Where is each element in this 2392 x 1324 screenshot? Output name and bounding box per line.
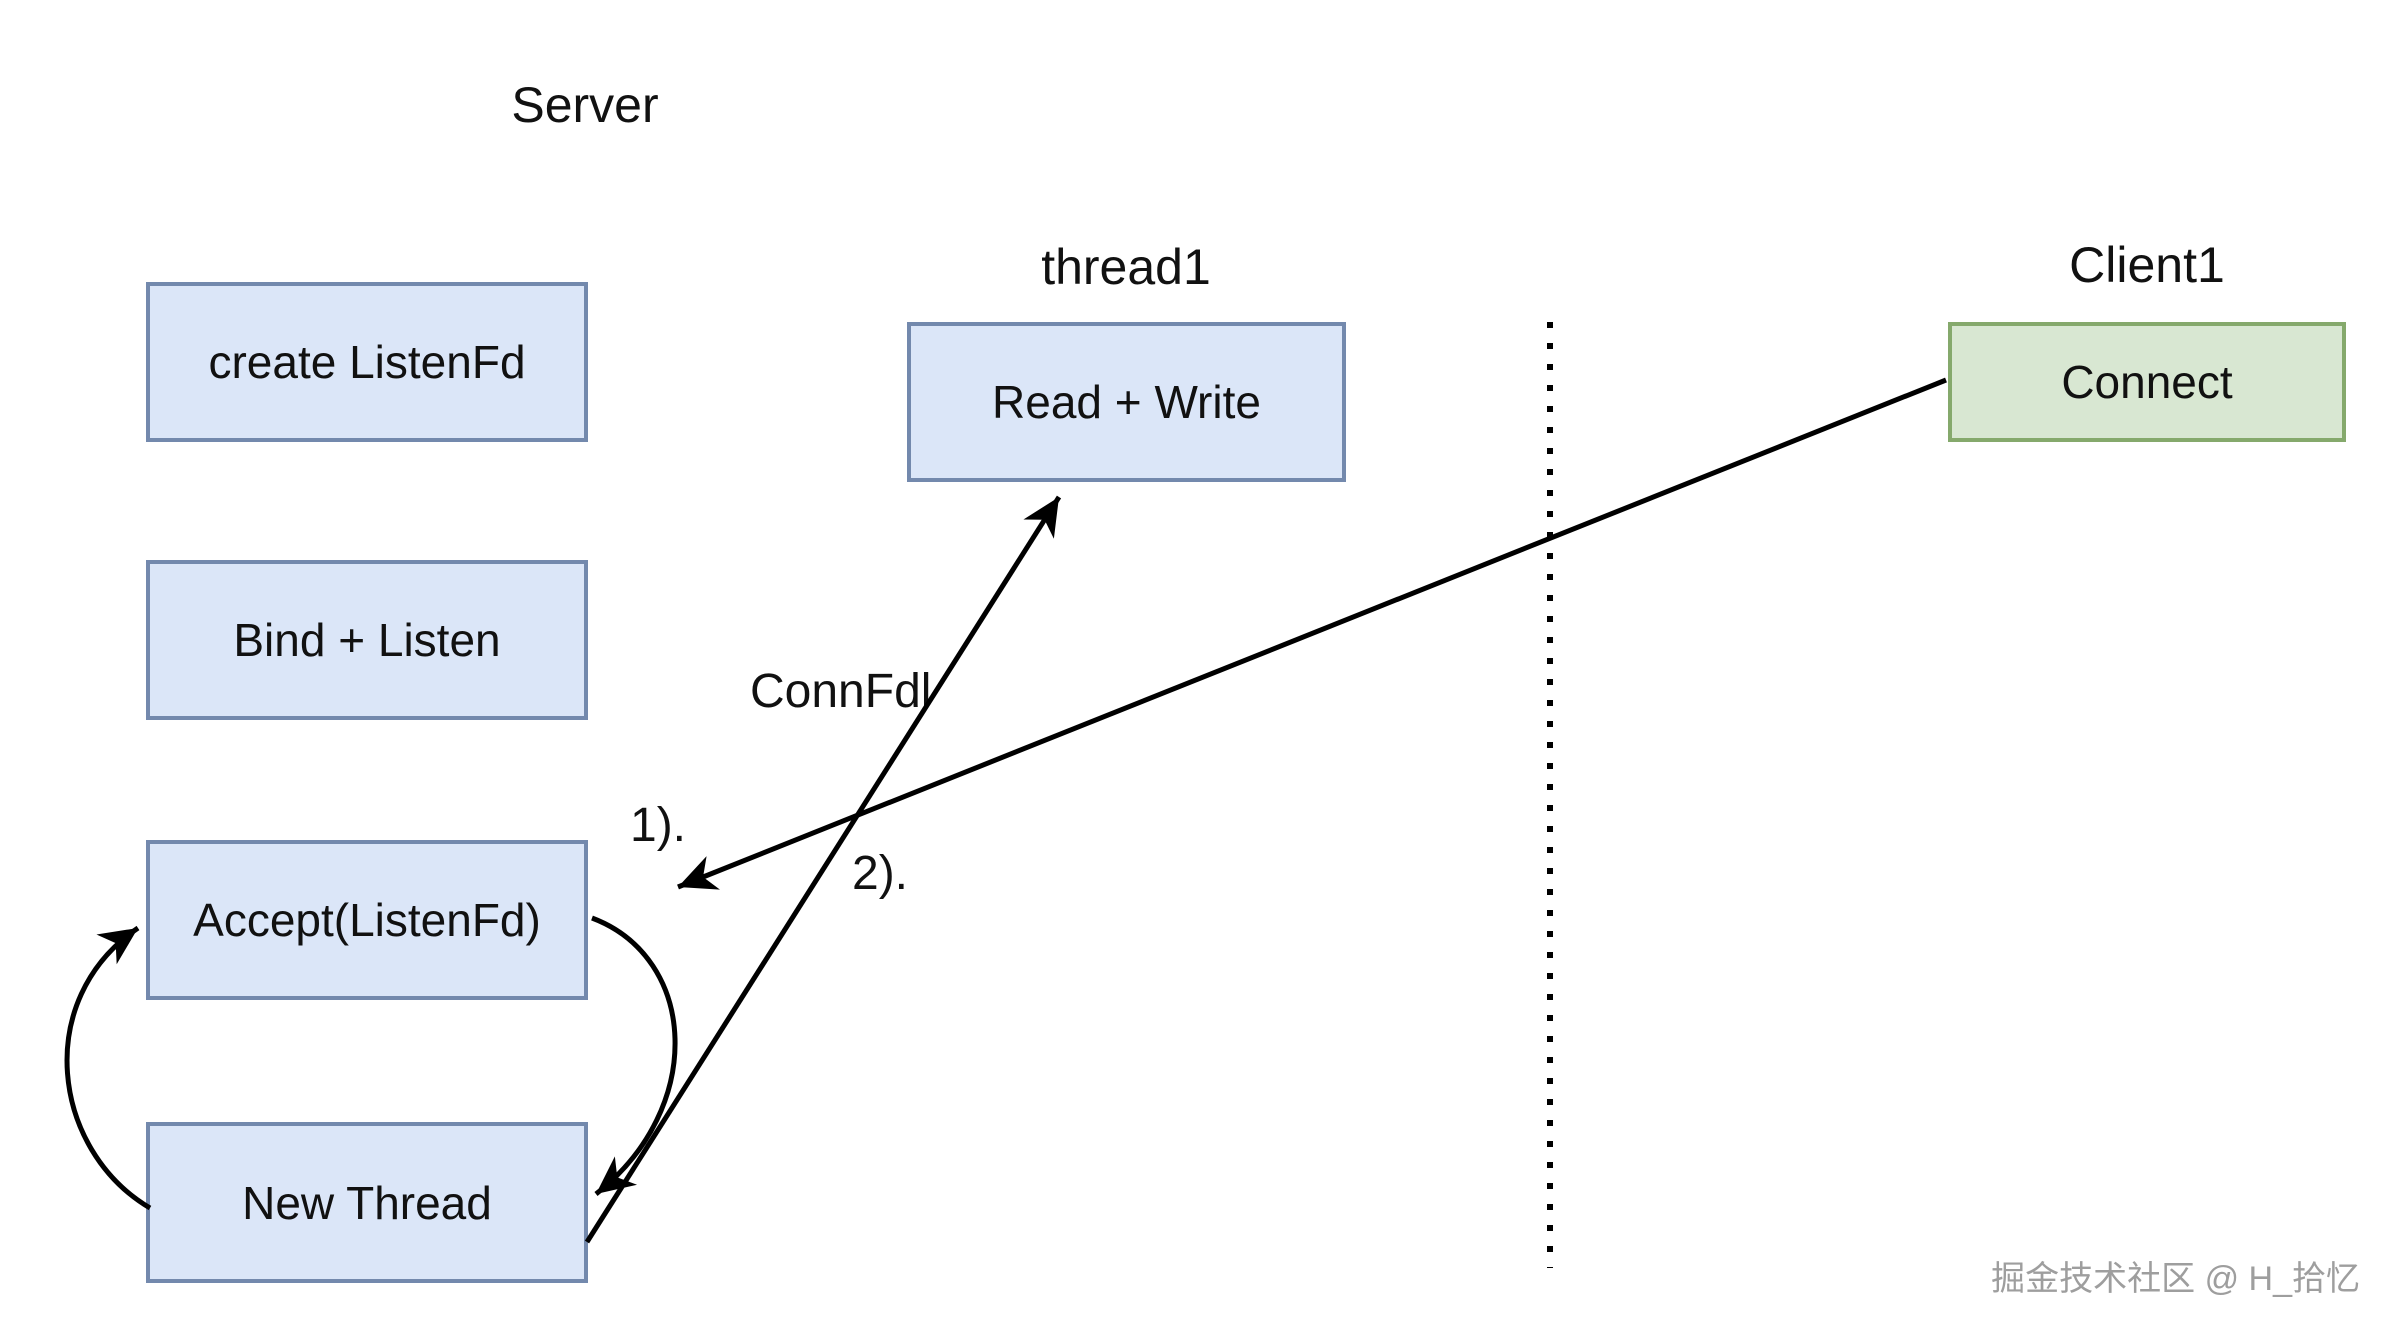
box-create-listenfd-label: create ListenFd	[208, 336, 526, 388]
annotation-step2: 2).	[852, 847, 909, 900]
box-bind-listen-label: Bind + Listen	[233, 614, 501, 666]
arrow-loop-right-accept-to-newthread	[591, 915, 678, 1196]
box-accept-listenfd: Accept(ListenFd)	[146, 840, 588, 1000]
box-read-write: Read + Write	[907, 322, 1346, 482]
box-accept-listenfd-label: Accept(ListenFd)	[193, 894, 541, 946]
thread1-lane-title: thread1	[1041, 239, 1211, 295]
arrow-newthread-to-readwrite	[584, 495, 1062, 1244]
box-connect: Connect	[1948, 322, 2346, 442]
watermark-text: 掘金技术社区 @ H_拾忆	[1991, 1260, 2360, 1298]
arrow-loop-left-newthread-to-accept	[64, 925, 152, 1211]
box-new-thread: New Thread	[146, 1122, 588, 1283]
server-lane-title: Server	[511, 77, 659, 133]
arrow-connect-to-accept	[677, 377, 1947, 890]
annotation-step1: 1).	[630, 799, 687, 852]
annotation-connfd: ConnFdl	[750, 665, 932, 718]
box-new-thread-label: New Thread	[242, 1176, 492, 1229]
box-bind-listen: Bind + Listen	[146, 560, 588, 720]
box-create-listenfd: create ListenFd	[146, 282, 588, 442]
box-connect-label: Connect	[2061, 356, 2233, 408]
client1-lane-title: Client1	[2069, 237, 2225, 293]
box-read-write-label: Read + Write	[992, 376, 1261, 428]
